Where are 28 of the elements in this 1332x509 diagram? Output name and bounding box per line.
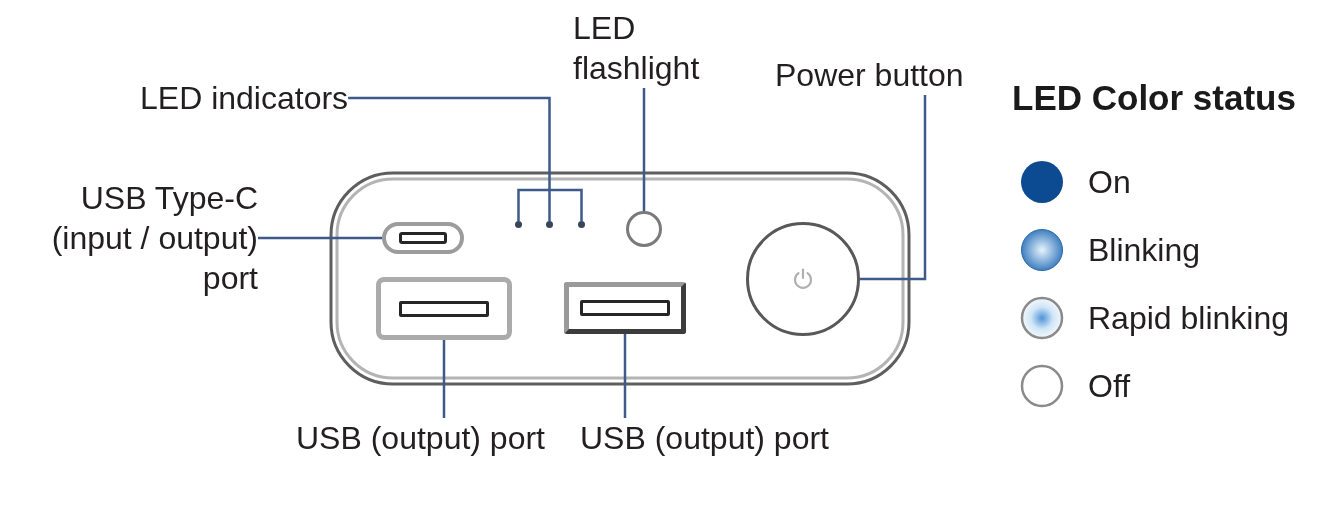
- leader-line: [860, 95, 927, 281]
- usb-a-port: [376, 277, 512, 340]
- indicator-dot: [578, 221, 585, 228]
- part-label: Power button: [775, 55, 964, 95]
- leader-line: [348, 96, 551, 190]
- usb-c-port: [382, 222, 464, 254]
- part-label: USB (output) port: [296, 418, 545, 458]
- leader-line: [548, 190, 551, 221]
- leader-line: [258, 236, 382, 240]
- power-button: [746, 222, 860, 336]
- legend-label: Off: [1088, 367, 1131, 406]
- part-label: USB Type-C (input / output) port: [36, 178, 258, 298]
- legend-label: Rapid blinking: [1088, 299, 1289, 338]
- legend-label: On: [1088, 163, 1131, 202]
- legend-label: Blinking: [1088, 231, 1201, 270]
- leader-line: [623, 334, 627, 418]
- leader-line: [642, 88, 646, 211]
- leader-line: [549, 188, 583, 221]
- part-label: LED indicators: [140, 78, 349, 118]
- legend-title: LED Color status: [1012, 77, 1296, 119]
- indicator-dot: [546, 221, 553, 228]
- part-label: USB (output) port: [580, 418, 829, 458]
- indicator-dot: [515, 221, 522, 228]
- usb-a-port: [564, 282, 686, 334]
- leader-line: [517, 188, 550, 221]
- flashlight-lens: [626, 211, 662, 247]
- part-label: LED flashlight: [573, 8, 723, 88]
- leader-line: [442, 340, 446, 418]
